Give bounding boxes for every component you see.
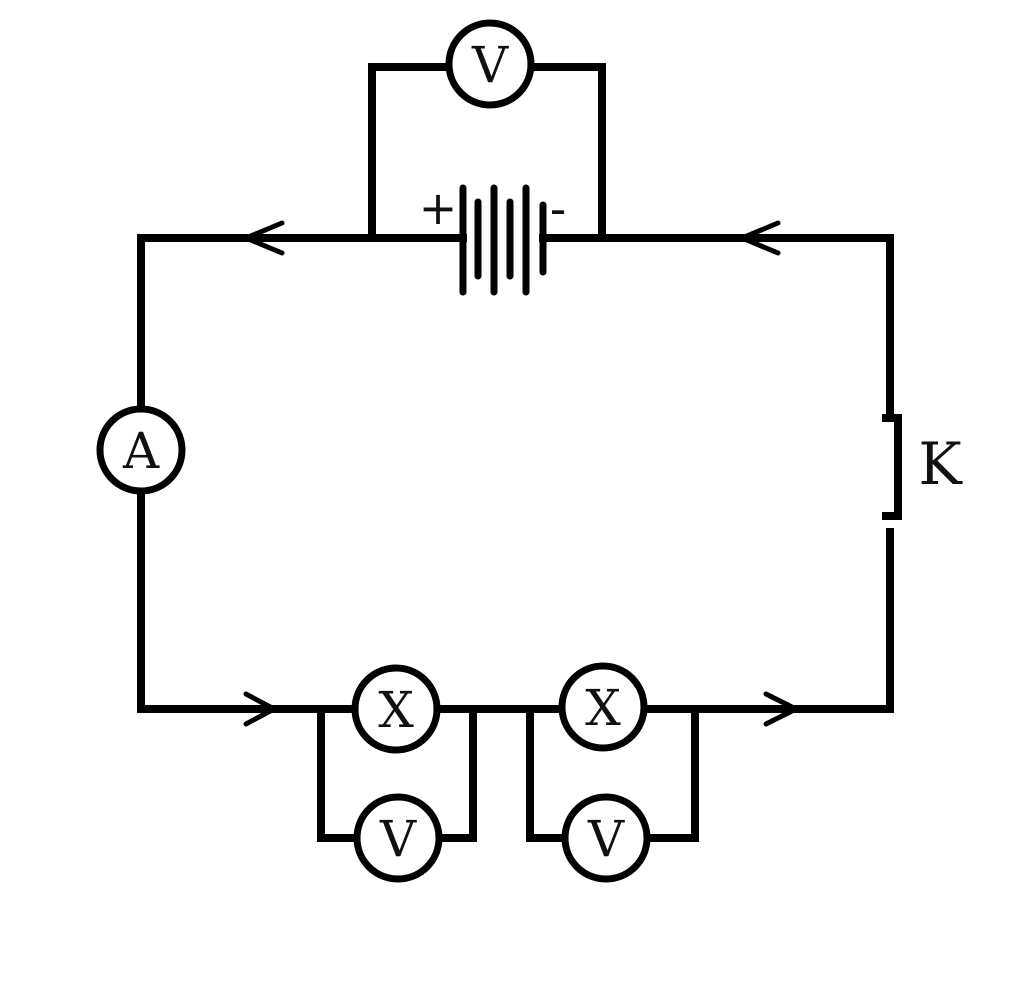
lamp-2-label: X (585, 679, 621, 737)
battery: + - (419, 181, 567, 296)
battery-minus-sign: - (550, 182, 567, 236)
voltmeter-lamp-1 (353, 793, 443, 883)
switch-group: K (882, 414, 963, 520)
wire-battery-voltmeter-right (528, 63, 606, 242)
lamp-2 (558, 662, 648, 752)
voltmeter-battery-label: V (471, 36, 509, 94)
wire-battery-voltmeter-left (368, 63, 452, 242)
lamp-2-group: X V (526, 662, 699, 883)
wire-lamp-1-voltmeter-right (435, 705, 477, 842)
wire-lamp-1-voltmeter-left (317, 705, 361, 842)
voltmeter-lamp-1-label: V (379, 810, 417, 868)
wire-lamp-2-voltmeter-right (643, 705, 699, 842)
ammeter-label: A (122, 422, 160, 480)
voltmeter-lamp-2 (561, 793, 651, 883)
current-arrow-top-left-icon (243, 220, 285, 256)
current-arrow-bottom-right-icon (763, 691, 799, 727)
ammeter-group: A (96, 405, 186, 495)
switch (882, 414, 902, 520)
battery-voltmeter-branch: V (368, 19, 606, 242)
current-arrow-bottom-left-icon (243, 691, 277, 727)
current-arrow-top-right-icon (739, 220, 781, 256)
lamp-1 (351, 664, 441, 754)
wire-lamp-2-voltmeter-left (526, 705, 569, 842)
ammeter (96, 405, 186, 495)
voltmeter-battery (445, 19, 535, 109)
battery-plus-sign: + (419, 181, 458, 235)
switch-label: K (918, 430, 963, 498)
voltmeter-lamp-2-label: V (587, 810, 625, 868)
lamp-1-group: X V (317, 664, 477, 883)
lamp-1-label: X (378, 681, 414, 739)
current-arrows (243, 220, 799, 727)
main-circuit-wires (137, 234, 894, 713)
